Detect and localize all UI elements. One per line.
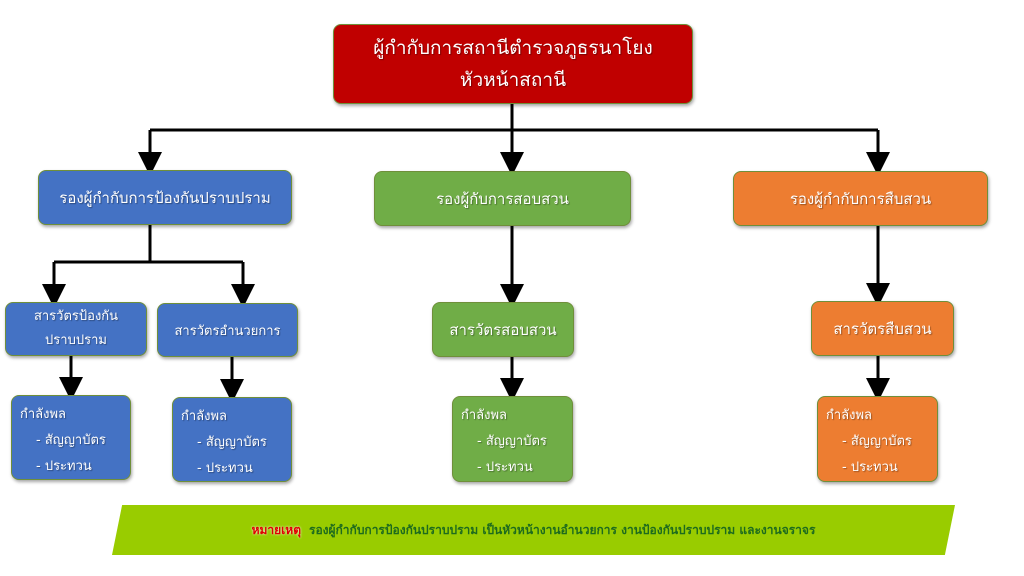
forces-box-investigation: กำลังพล - สัญญาบัตร - ประทวน xyxy=(817,396,938,482)
inspector-prevention-box: สารวัตรป้องกันปราบปราม xyxy=(5,302,147,356)
forces-item: - ประทวน xyxy=(36,459,92,474)
station-chief-box: ผู้กำกับการสถานีตำรวจภูธรนาโยง หัวหน้าสถ… xyxy=(333,24,693,104)
deputy-investigation-title: รองผู้กำกับการสืบสวน xyxy=(789,189,932,208)
note-text: รองผู้กำกับการป้องกันปราบปราม เป็นหัวหน้… xyxy=(309,522,816,537)
forces-title: กำลังพล xyxy=(181,409,228,424)
forces-title: กำลังพล xyxy=(461,408,508,423)
inspector-admin-box: สารวัตรอำนวยการ xyxy=(157,303,298,357)
deputy-prevention-title: รองผู้กำกับการป้องกันปราบปราม xyxy=(59,188,271,207)
forces-item: - ประทวน xyxy=(842,460,898,475)
forces-item: - สัญญาบัตร xyxy=(842,434,912,449)
unit-title: ปราบปราม xyxy=(45,333,107,348)
forces-item: - สัญญาบัตร xyxy=(36,433,106,448)
deputy-investigation-box: รองผู้กำกับการสืบสวน xyxy=(733,171,988,226)
deputy-prevention-box: รองผู้กำกับการป้องกันปราบปราม xyxy=(38,170,292,225)
unit-title: สารวัตรสืบสวน xyxy=(833,319,932,338)
forces-item: - สัญญาบัตร xyxy=(477,434,547,449)
forces-title: กำลังพล xyxy=(20,407,67,422)
inspector-investigation-box: สารวัตรสืบสวน xyxy=(811,301,954,356)
chief-title: ผู้กำกับการสถานีตำรวจภูธรนาโยง xyxy=(373,37,653,59)
unit-title: สารวัตรป้องกัน xyxy=(33,309,119,324)
forces-item: - สัญญาบัตร xyxy=(197,435,267,450)
note-label: หมายเหตุ xyxy=(251,522,301,537)
inspector-inquiry-box: สารวัตรสอบสวน xyxy=(432,302,574,357)
forces-box-inquiry: กำลังพล - สัญญาบัตร - ประทวน xyxy=(452,396,573,482)
unit-title: สารวัตรสอบสวน xyxy=(449,320,557,339)
forces-item: - ประทวน xyxy=(477,460,533,475)
note-banner: หมายเหตุ รองผู้กำกับการป้องกันปราบปราม เ… xyxy=(112,505,955,555)
chief-subtitle: หัวหน้าสถานี xyxy=(459,69,567,91)
forces-box-admin: กำลังพล - สัญญาบัตร - ประทวน xyxy=(172,397,292,482)
deputy-inquiry-title: รองผู้กับการสอบสวน xyxy=(436,189,569,208)
forces-box-prevention: กำลังพล - สัญญาบัตร - ประทวน xyxy=(11,395,131,480)
forces-item: - ประทวน xyxy=(197,461,253,476)
unit-title: สารวัตรอำนวยการ xyxy=(174,323,281,339)
forces-title: กำลังพล xyxy=(826,408,873,423)
deputy-inquiry-box: รองผู้กับการสอบสวน xyxy=(374,171,631,226)
